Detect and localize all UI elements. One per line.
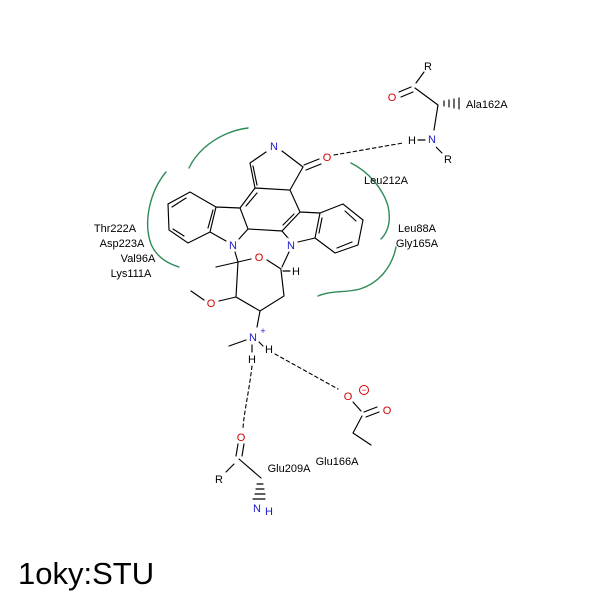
- residue-name-labels: Thr222A Asp223A Val96A Lys111A Leu212A L…: [94, 99, 508, 475]
- residue-label-lys111a: Lys111A: [111, 268, 152, 280]
- hydrophobic-contacts: [147, 127, 397, 297]
- page-title: 1oky:STU: [18, 556, 154, 591]
- residue-label-asp223a: Asp223A: [100, 238, 145, 250]
- ligand-structure: [167, 150, 364, 353]
- glu166-o-carbonyl-label: O: [383, 405, 392, 417]
- carboxylate-charge-circle: [359, 385, 369, 395]
- contact-curve-right-upper: [350, 162, 390, 240]
- contact-curve-top: [188, 127, 249, 169]
- contact-curve-right-lower: [317, 246, 397, 297]
- hbond-ammonium-glu209: [242, 365, 253, 429]
- ligand-bonds: [167, 150, 364, 353]
- stereo-wedge-hashes: [252, 97, 460, 500]
- contact-curve-left: [147, 171, 180, 268]
- indole-nitrogen-left-label: N: [229, 240, 237, 252]
- ammonium-hydrogen-down-label: H: [248, 354, 256, 366]
- sugar-ring-oxygen-label: O: [255, 252, 264, 264]
- glu166-o-minus-label: O: [344, 391, 353, 403]
- indole-nitrogen-right-label: N: [287, 240, 295, 252]
- hbond-ammonium-glu166: [274, 353, 339, 390]
- ala162-oxygen-label: O: [388, 92, 397, 104]
- residue-atom-labels: R O H N R O R N H O − O: [214, 60, 454, 520]
- sugar-hydrogen-label: H: [292, 266, 300, 278]
- methoxy-oxygen-label: O: [207, 298, 216, 310]
- residue-fragments: [225, 71, 460, 500]
- ligand-double-bonds: [171, 158, 357, 249]
- ala162-nitrogen-label: N: [428, 134, 436, 146]
- hydrogen-bonds: [242, 142, 404, 429]
- residue-label-glu209a: Glu209A: [268, 463, 311, 475]
- glu166-charge-label: −: [361, 385, 366, 395]
- glu209-hydrogen-label: H: [265, 506, 273, 518]
- ligand-atom-labels: N O N N O H O N + H H: [205, 140, 333, 368]
- residue-label-glu166a: Glu166A: [316, 456, 359, 468]
- ammonium-charge-label: +: [260, 326, 265, 336]
- lactam-oxygen-label: O: [323, 152, 332, 164]
- hbond-lactamO-ala162: [333, 142, 404, 156]
- lactam-nitrogen-label: N: [270, 141, 278, 153]
- residue-fragment-bonds: [225, 71, 443, 479]
- residue-label-thr222a: Thr222A: [94, 223, 137, 235]
- residue-label-leu212a: Leu212A: [364, 175, 409, 187]
- ala162-r-top-label: R: [424, 61, 432, 73]
- residue-label-val96a: Val96A: [121, 253, 156, 265]
- glu209-r-label: R: [215, 474, 223, 486]
- ala162-hydrogen-label: H: [408, 135, 416, 147]
- ala162-r-bottom-label: R: [444, 154, 452, 166]
- glu209-nitrogen-label: N: [253, 503, 261, 515]
- ammonium-nitrogen-label: N: [249, 332, 257, 344]
- ammonium-hydrogen-right-label: H: [265, 344, 273, 356]
- residue-label-ala162a: Ala162A: [466, 99, 508, 111]
- residue-label-leu88a: Leu88A: [398, 223, 437, 235]
- residue-label-gly165a: Gly165A: [396, 238, 439, 250]
- glu209-oxygen-label: O: [237, 432, 246, 444]
